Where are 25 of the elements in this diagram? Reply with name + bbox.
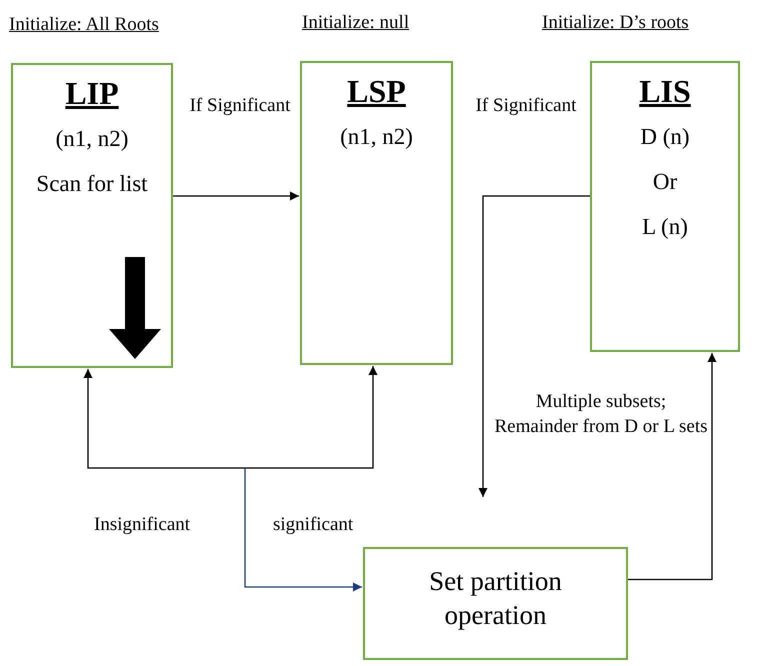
arrow	[628, 353, 716, 580]
box-title: LIS	[639, 75, 691, 107]
annotation-text: If Significant	[474, 94, 578, 118]
annotation-text: Insignificant	[94, 513, 190, 537]
box-text: (n1, n2)	[339, 123, 414, 151]
arrow	[244, 468, 362, 592]
annotation-text: significant	[273, 513, 354, 537]
init-note: Initialize: null	[302, 13, 410, 32]
annotation-text: Multiple subsets; Remainder from D or L sets	[494, 390, 708, 439]
arrow	[173, 192, 299, 200]
box-text: L (n)	[641, 212, 689, 241]
arrow	[478, 195, 590, 497]
box-text: Or	[652, 168, 678, 196]
process-box	[363, 547, 628, 660]
box-text: Set partition operation	[428, 565, 563, 632]
box-title: LIP	[65, 77, 119, 109]
box-text: D (n)	[639, 123, 691, 151]
box-text: (n1, n2)	[54, 125, 130, 153]
arrow	[245, 366, 378, 469]
box-title: LSP	[347, 75, 406, 107]
box-text: Scan for list	[35, 170, 149, 198]
init-note: Initialize: D’s roots	[542, 13, 689, 32]
init-note: Initialize: All Roots	[9, 15, 159, 34]
annotation-text: If Significant	[188, 94, 292, 118]
arrow	[84, 369, 245, 469]
